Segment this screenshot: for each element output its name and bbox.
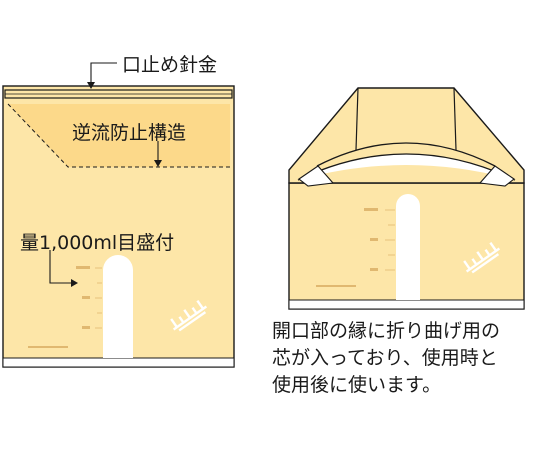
right-measure-window: [396, 194, 420, 300]
right-pocket-left: [298, 165, 335, 187]
right-bag: [288, 87, 525, 310]
caption-line-2: 芯が入っており、使用時と: [272, 347, 498, 369]
left-leaders: [49, 62, 162, 287]
backflow-label: 逆流防止構造: [72, 122, 187, 144]
left-scale-ticks: [95, 267, 102, 329]
left-diagonal-scale: [170, 299, 208, 332]
right-pocket-right: [478, 165, 515, 187]
right-diagonal-scale: [463, 241, 501, 274]
caption-text: 開口部の縁に折り曲げ用の 芯が入っており、使用時と 使用後に使います。: [272, 318, 500, 399]
wire-leader: [90, 62, 117, 86]
caption-line-1: 開口部の縁に折り曲げ用の: [272, 320, 501, 342]
left-scale-marks: [76, 266, 90, 329]
right-bottom-seal: [288, 299, 525, 310]
left-bag: [2, 85, 235, 368]
backflow-region: [8, 104, 230, 167]
scale-leader: [49, 250, 75, 284]
scale-label: 量1,000ml目盛付: [20, 232, 175, 254]
backflow-dashed-line: [7, 103, 230, 168]
wire-clip-label: 口止め針金: [122, 54, 218, 76]
caption-line-3: 使用後に使います。: [272, 374, 442, 396]
left-bottom-seal: [2, 357, 235, 368]
left-measure-window: [103, 255, 133, 358]
